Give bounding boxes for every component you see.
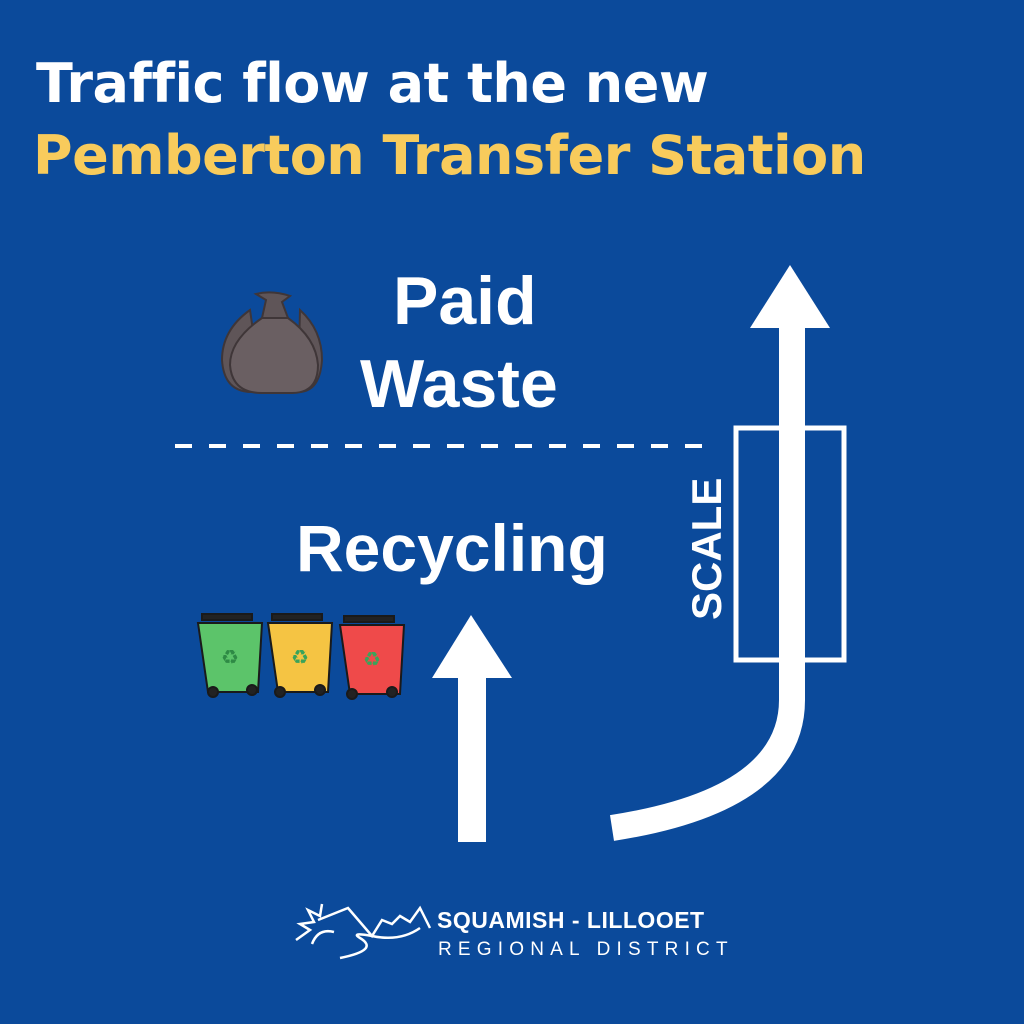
srd-logo-icon [295, 903, 432, 960]
title-line-2: Pemberton Transfer Station [33, 124, 866, 187]
scale-label: SCALE [683, 477, 730, 620]
logo-name: SQUAMISH - LILLOOET [437, 907, 705, 933]
recycling-label: Recycling [296, 511, 608, 585]
svg-text:♻: ♻ [291, 645, 309, 669]
exit-arrow [609, 265, 830, 841]
yellow-bin-icon: ♻ [266, 613, 334, 698]
entry-arrow [432, 615, 512, 842]
svg-text:♻: ♻ [221, 645, 239, 669]
waste-label: Waste [360, 346, 558, 422]
green-bin-icon: ♻ [196, 613, 264, 698]
logo-subtitle: REGIONAL DISTRICT [438, 939, 734, 960]
red-bin-icon: ♻ [338, 615, 406, 700]
recycling-bins-icon: ♻ ♻ ♻ [196, 613, 406, 700]
title-line-1: Traffic flow at the new [36, 52, 709, 115]
garbage-bag-icon [220, 291, 324, 394]
svg-text:♻: ♻ [363, 647, 381, 671]
paid-label: Paid [393, 263, 537, 339]
